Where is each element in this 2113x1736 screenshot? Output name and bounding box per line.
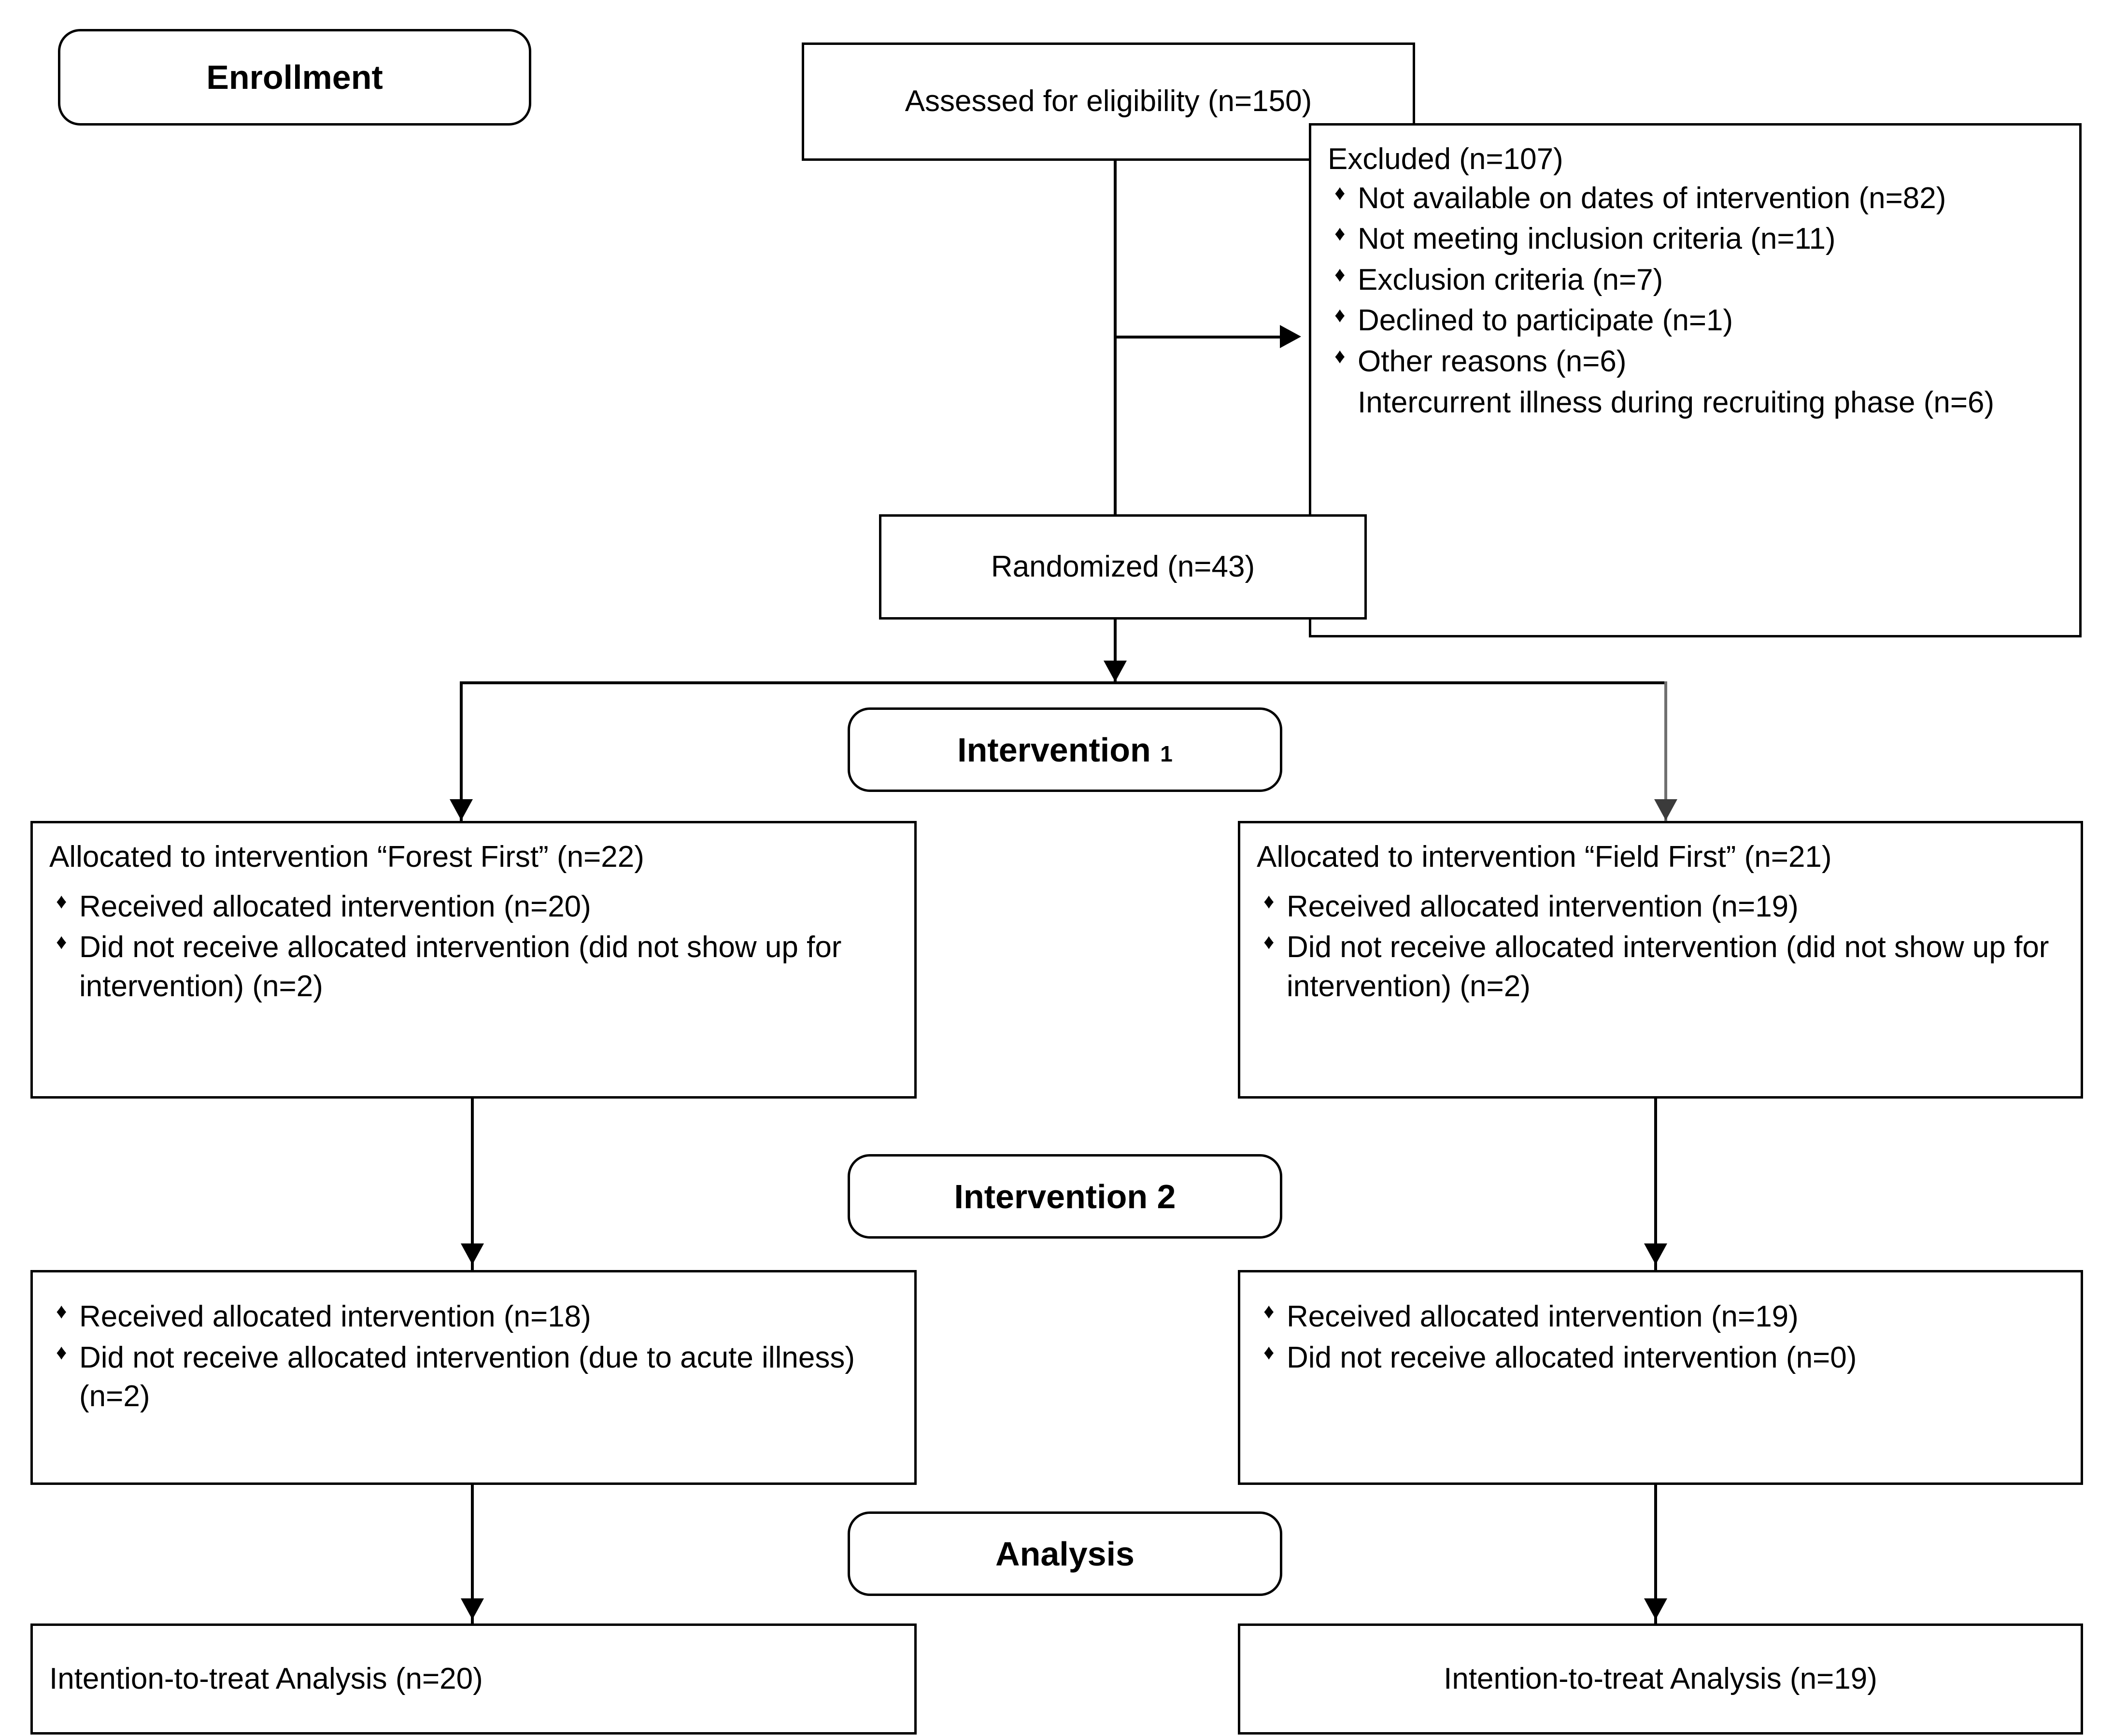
stage-label-intervention-1-number: 1 bbox=[1160, 741, 1173, 766]
list-item: ♦ Other reasons (n=6) bbox=[1328, 342, 2063, 381]
node-allocation-left: Allocated to intervention “Forest First”… bbox=[30, 821, 917, 1099]
list-item-text: Did not receive allocated intervention (… bbox=[1287, 1341, 1857, 1374]
list-item-text: Intercurrent illness during recruiting p… bbox=[1358, 385, 1995, 419]
list-item-text: Declined to participate (n=1) bbox=[1358, 304, 1733, 338]
node-randomized: Randomized (n=43) bbox=[879, 514, 1367, 620]
itt-left-text: Intention-to-treat Analysis (n=20) bbox=[49, 1662, 483, 1695]
list-item-text: Did not receive allocated intervention (… bbox=[1287, 931, 2049, 1003]
diamond-bullet-icon: ♦ bbox=[56, 889, 67, 913]
arrow-down-right-alloc-icon bbox=[1654, 799, 1677, 820]
allocation-right-list: ♦ Received allocated intervention (n=19)… bbox=[1257, 888, 2064, 1006]
stage-label-enrollment-text: Enrollment bbox=[206, 58, 383, 96]
list-item-text: Other reasons (n=6) bbox=[1358, 344, 1627, 378]
list-item-text: Received allocated intervention (n=19) bbox=[1287, 1300, 1799, 1333]
list-item: ♦ Intercurrent illness during recruiting… bbox=[1328, 383, 2063, 423]
connector-assessed-down bbox=[1114, 161, 1117, 542]
excluded-heading: Excluded (n=107) bbox=[1328, 142, 1563, 176]
allocation-left-heading: Allocated to intervention “Forest First”… bbox=[49, 840, 644, 874]
node-assessed-for-eligibility: Assessed for eligibility (n=150) bbox=[802, 42, 1415, 161]
node-intervention2-right: ♦ Received allocated intervention (n=19)… bbox=[1238, 1270, 2083, 1485]
intervention2-right-list: ♦ Received allocated intervention (n=19)… bbox=[1257, 1298, 2064, 1377]
list-item-text: Not meeting inclusion criteria (n=11) bbox=[1358, 222, 1836, 256]
list-item-text: Received allocated intervention (n=18) bbox=[79, 1300, 591, 1333]
list-item-text: Received allocated intervention (n=19) bbox=[1287, 889, 1799, 923]
arrow-right-excluded-icon bbox=[1280, 325, 1301, 348]
list-item-text: Did not receive allocated intervention (… bbox=[79, 1341, 855, 1413]
arrow-down-left-int2-icon bbox=[461, 1243, 484, 1265]
list-item-text: Not available on dates of intervention (… bbox=[1358, 181, 1946, 215]
list-item: ♦ Not meeting inclusion criteria (n=11) bbox=[1328, 220, 2063, 259]
itt-right-text: Intention-to-treat Analysis (n=19) bbox=[1444, 1662, 1877, 1695]
stage-label-intervention-2: Intervention 2 bbox=[848, 1154, 1282, 1239]
node-itt-right: Intention-to-treat Analysis (n=19) bbox=[1238, 1623, 2083, 1735]
excluded-list: ♦ Not available on dates of intervention… bbox=[1328, 179, 2063, 423]
list-item-text: Did not receive allocated intervention (… bbox=[79, 931, 842, 1003]
stage-label-intervention-2-number: 2 bbox=[1157, 1177, 1176, 1215]
diamond-bullet-icon: ♦ bbox=[1263, 1340, 1275, 1364]
allocation-right-heading: Allocated to intervention “Field First” … bbox=[1257, 840, 1832, 874]
allocation-left-list: ♦ Received allocated intervention (n=20)… bbox=[49, 888, 898, 1006]
list-item: ♦ Declined to participate (n=1) bbox=[1328, 301, 2063, 340]
list-item: ♦ Did not receive allocated intervention… bbox=[49, 1339, 898, 1416]
stage-label-intervention-1-text: Intervention 1 bbox=[957, 731, 1173, 769]
stage-label-analysis-text: Analysis bbox=[995, 1535, 1134, 1573]
connector-split-bar bbox=[460, 681, 1667, 684]
node-excluded: Excluded (n=107) ♦ Not available on date… bbox=[1309, 123, 2082, 637]
list-item: ♦ Exclusion criteria (n=7) bbox=[1328, 261, 2063, 300]
stage-label-enrollment: Enrollment bbox=[58, 29, 531, 126]
connector-split-left bbox=[460, 681, 463, 826]
connector-split-right bbox=[1664, 681, 1667, 826]
stage-label-intervention-2-text: Intervention 2 bbox=[954, 1177, 1176, 1216]
diamond-bullet-icon: ♦ bbox=[1334, 222, 1346, 246]
stage-label-intervention-2-word: Intervention bbox=[954, 1177, 1148, 1215]
diamond-bullet-icon: ♦ bbox=[1334, 344, 1346, 368]
diamond-bullet-icon: ♦ bbox=[1334, 262, 1346, 286]
connector-left-alloc-to-int2 bbox=[471, 1099, 474, 1270]
list-item: ♦ Not available on dates of intervention… bbox=[1328, 179, 2063, 218]
arrow-down-right-int2-icon bbox=[1644, 1243, 1667, 1265]
intervention2-left-list: ♦ Received allocated intervention (n=18)… bbox=[49, 1298, 898, 1416]
list-item: ♦ Received allocated intervention (n=19) bbox=[1257, 1298, 2064, 1337]
arrow-down-right-itt-icon bbox=[1644, 1598, 1667, 1620]
assessed-text: Assessed for eligibility (n=150) bbox=[905, 85, 1312, 118]
diamond-bullet-icon: ♦ bbox=[1263, 1299, 1275, 1323]
list-item: ♦ Received allocated intervention (n=18) bbox=[49, 1298, 898, 1337]
list-item: ♦ Did not receive allocated intervention… bbox=[1257, 1339, 2064, 1378]
node-allocation-right: Allocated to intervention “Field First” … bbox=[1238, 821, 2083, 1099]
arrow-down-left-alloc-icon bbox=[450, 799, 473, 820]
randomized-text: Randomized (n=43) bbox=[991, 550, 1255, 583]
diamond-bullet-icon: ♦ bbox=[56, 1340, 67, 1364]
arrow-down-left-itt-icon bbox=[461, 1598, 484, 1620]
arrow-down-randomized-icon bbox=[1104, 661, 1127, 682]
diamond-bullet-icon: ♦ bbox=[1263, 889, 1275, 913]
list-item-text: Exclusion criteria (n=7) bbox=[1358, 263, 1663, 296]
connector-right-int2-to-itt bbox=[1654, 1485, 1657, 1625]
list-item: ♦ Received allocated intervention (n=20) bbox=[49, 888, 898, 927]
diamond-bullet-icon: ♦ bbox=[1334, 181, 1346, 205]
list-item: ♦ Did not receive allocated intervention… bbox=[49, 928, 898, 1006]
diamond-bullet-icon: ♦ bbox=[56, 930, 67, 954]
connector-to-excluded bbox=[1114, 336, 1288, 339]
node-intervention2-left: ♦ Received allocated intervention (n=18)… bbox=[30, 1270, 917, 1485]
diamond-bullet-icon: ♦ bbox=[56, 1299, 67, 1323]
stage-label-analysis: Analysis bbox=[848, 1511, 1282, 1596]
diamond-bullet-icon: ♦ bbox=[1334, 303, 1346, 327]
diamond-bullet-icon: ♦ bbox=[1263, 930, 1275, 954]
stage-label-intervention-1-word: Intervention bbox=[957, 731, 1151, 769]
connector-randomized-down bbox=[1114, 620, 1117, 681]
stage-label-intervention-1: Intervention 1 bbox=[848, 707, 1282, 792]
list-item: ♦ Did not receive allocated intervention… bbox=[1257, 928, 2064, 1006]
node-itt-left: Intention-to-treat Analysis (n=20) bbox=[30, 1623, 917, 1735]
list-item: ♦ Received allocated intervention (n=19) bbox=[1257, 888, 2064, 927]
connector-right-alloc-to-int2 bbox=[1654, 1099, 1657, 1270]
list-item-text: Received allocated intervention (n=20) bbox=[79, 889, 591, 923]
connector-left-int2-to-itt bbox=[471, 1485, 474, 1625]
